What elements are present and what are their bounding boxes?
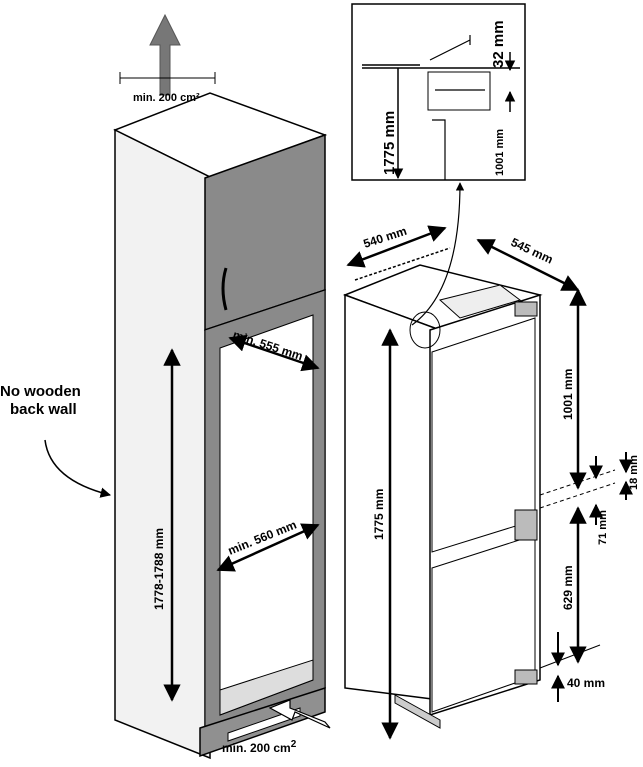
gap-label: 71 mm — [597, 510, 609, 545]
lower-door-label: 629 mm — [561, 565, 575, 610]
fridge-width-label: 540 mm — [362, 224, 409, 251]
plinth-label: 40 mm — [567, 676, 605, 690]
cabinet-side-panel — [114, 128, 211, 760]
detail-gap-label: 32 mm — [490, 20, 507, 68]
detail-inset — [351, 3, 526, 349]
fridge-side — [344, 293, 441, 701]
cabinet — [113, 13, 331, 760]
note-pointer-arrow — [44, 439, 112, 498]
note-line2: back wall — [10, 401, 77, 418]
fridge-depth-label: 545 mm — [509, 235, 555, 267]
fridge — [342, 247, 543, 729]
bottom-vent-label: min. 200 cm2 — [222, 739, 297, 755]
note-line1: No wooden — [0, 383, 81, 400]
detail-pointer-arrow — [411, 182, 465, 326]
thickness-label: 18 mm — [628, 455, 640, 490]
plinth-vent — [227, 707, 301, 742]
top-vent-label: min. 200 cm² — [133, 92, 200, 104]
fridge-dimensions — [346, 225, 633, 740]
detail-upper-label: 1001 mm — [494, 129, 506, 176]
cabinet-height-label: 1778-1788 mm — [152, 528, 166, 610]
fridge-height-label: 1775 mm — [372, 489, 386, 540]
detail-height-label: 1775 mm — [381, 111, 398, 175]
cabinet-dimensions — [44, 334, 320, 702]
airflow-up-arrow — [149, 13, 181, 96]
airflow-in-arrow — [268, 699, 331, 729]
upper-door-label: 1001 mm — [561, 369, 575, 420]
door-handle — [221, 267, 228, 311]
